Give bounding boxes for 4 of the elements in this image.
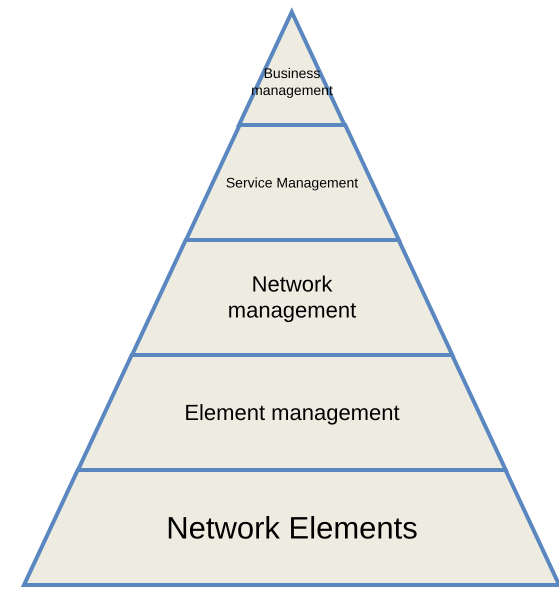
tier-label: Element management [183,399,401,426]
tier-label: Network Elements [165,508,419,546]
tier-label: Network management [226,271,358,324]
tier-label: Service Management [224,174,360,191]
